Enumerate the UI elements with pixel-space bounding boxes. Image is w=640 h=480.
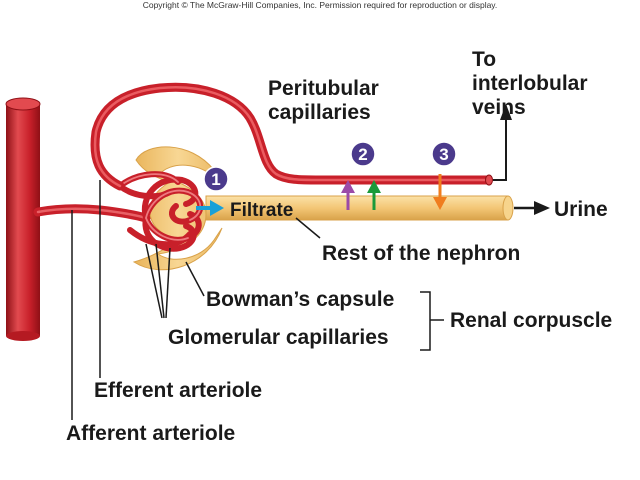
step-number-2: 2 xyxy=(358,145,367,164)
filtration-arrow xyxy=(196,200,224,216)
leader-bowmans-capsule xyxy=(185,261,205,297)
step-number-3: 3 xyxy=(439,145,448,164)
secretion-arrow-green xyxy=(367,180,381,210)
label-to: To xyxy=(472,48,496,71)
label-filtrate: Filtrate xyxy=(230,200,293,221)
urine-arrow xyxy=(514,201,550,215)
label-renal-corpuscle: Renal corpuscle xyxy=(450,309,612,332)
leader-glomerular-capillaries xyxy=(145,243,171,319)
label-bowmans-capsule: Bowman’s capsule xyxy=(206,288,394,311)
label-peritubular-2: capillaries xyxy=(268,101,371,124)
label-efferent-arteriole: Efferent arteriole xyxy=(94,379,262,402)
step-circle-1: 1 xyxy=(203,166,229,192)
reabsorption-arrow-orange xyxy=(433,174,447,210)
renal-corpuscle-bracket xyxy=(420,291,444,351)
peritubular-capillary-end xyxy=(485,174,493,186)
label-urine: Urine xyxy=(554,198,608,221)
label-interlobular: interlobular xyxy=(472,72,588,95)
label-glomerular-capillaries: Glomerular capillaries xyxy=(168,326,389,349)
label-veins: veins xyxy=(472,96,526,119)
label-peritubular-1: Peritubular xyxy=(268,77,379,100)
nephron-tubule xyxy=(205,195,514,221)
step-circle-2: 2 xyxy=(350,141,376,167)
label-afferent-arteriole: Afferent arteriole xyxy=(66,422,235,445)
copyright-notice: Copyright © The McGraw-Hill Companies, I… xyxy=(143,0,498,10)
leader-rest-of-nephron xyxy=(295,217,321,239)
step-number-1: 1 xyxy=(211,170,220,189)
to-veins-arrow xyxy=(493,104,512,181)
secretion-arrow-purple xyxy=(341,180,355,210)
interlobular-artery xyxy=(5,97,41,341)
step-circle-3: 3 xyxy=(431,141,457,167)
label-rest-of-nephron: Rest of the nephron xyxy=(322,242,520,265)
